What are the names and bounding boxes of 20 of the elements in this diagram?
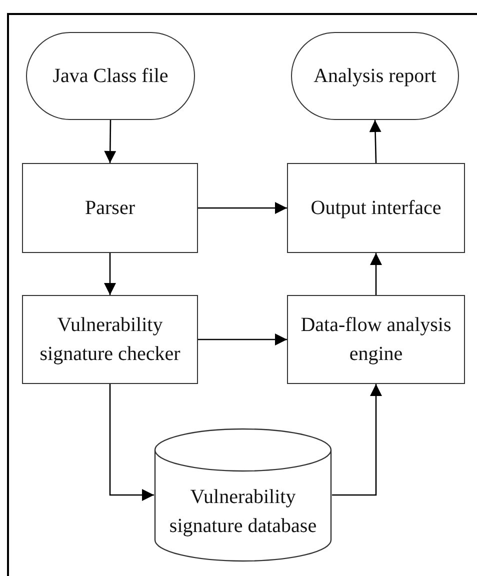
node-label: Output interface	[310, 196, 442, 220]
process-box	[22, 295, 198, 384]
arrow	[198, 202, 287, 214]
arrow	[198, 334, 287, 346]
process-box	[22, 163, 198, 253]
arrow	[109, 384, 154, 501]
arrow	[104, 253, 116, 295]
arrow	[104, 120, 116, 163]
node-label: Analysis report	[314, 64, 436, 88]
node-label: Java Class file	[52, 64, 168, 88]
node-label: Parser	[85, 196, 135, 220]
arrow	[369, 120, 382, 164]
database-cylinder	[154, 428, 332, 562]
process-box	[287, 295, 465, 384]
node-label: Data-flow analysis engine	[300, 312, 452, 366]
arrow	[332, 384, 382, 496]
arrow	[370, 253, 382, 295]
node-label: Vulnerability signature checker	[38, 312, 182, 366]
node-label: Vulnerability signature database	[168, 485, 318, 539]
process-box	[287, 163, 465, 253]
